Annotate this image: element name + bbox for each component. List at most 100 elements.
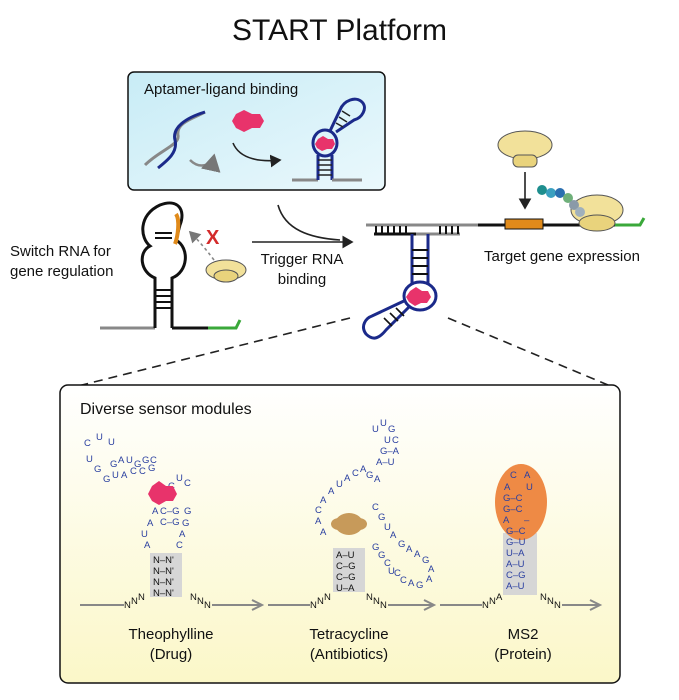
svg-text:A: A (144, 540, 151, 551)
svg-text:U: U (336, 479, 343, 490)
svg-text:U: U (384, 522, 391, 533)
svg-text:A: A (121, 470, 128, 481)
svg-text:N: N (482, 600, 489, 611)
module-theophylline: Theophylline (Drug) (96, 625, 246, 665)
svg-text:A: A (390, 530, 397, 541)
svg-text:G: G (94, 464, 101, 475)
svg-text:N: N (489, 596, 496, 607)
svg-text:A: A (504, 482, 511, 493)
binding-arrow (232, 142, 282, 168)
svg-text:A: A (426, 574, 433, 585)
svg-text:A–U: A–U (336, 550, 355, 561)
svg-text:U–A: U–A (336, 583, 355, 594)
module-theophylline-name: Theophylline (128, 626, 214, 643)
svg-text:U: U (96, 432, 103, 443)
activated-complex (362, 217, 646, 340)
block-mark: X (206, 227, 220, 249)
svg-text:C–G: C–G (506, 570, 526, 581)
svg-text:C: C (84, 438, 91, 449)
svg-text:C: C (394, 568, 401, 579)
svg-text:A–U: A–U (506, 581, 525, 592)
svg-text:C: C (315, 505, 322, 516)
svg-text:A: A (147, 518, 154, 529)
svg-text:N: N (554, 600, 561, 611)
svg-text:U: U (526, 482, 533, 493)
svg-text:G: G (372, 542, 379, 553)
svg-text:A: A (496, 592, 503, 603)
aptamer-to-trigger-curve (277, 204, 341, 241)
module-tetracycline-name: Tetracycline (309, 626, 389, 643)
translating-ribosome-icon (497, 130, 624, 232)
svg-text:N–N': N–N' (153, 588, 174, 599)
svg-text:C: C (352, 468, 359, 479)
svg-text:G: G (148, 463, 155, 474)
svg-text:U: U (372, 424, 379, 435)
svg-text:N–N': N–N' (153, 566, 174, 577)
svg-text:G: G (416, 580, 423, 591)
svg-text:G–C: G–C (503, 504, 523, 515)
svg-text:U: U (388, 566, 395, 577)
svg-text:G: G (134, 459, 141, 470)
svg-text:G–C: G–C (503, 493, 523, 504)
svg-text:N: N (138, 592, 145, 603)
module-ms2-sub: (Protein) (494, 646, 552, 663)
trigger-label-line2: binding (277, 271, 327, 288)
svg-text:C–G: C–G (160, 517, 180, 528)
svg-text:G: G (142, 455, 149, 466)
module-ms2-name: MS2 (507, 626, 539, 643)
svg-text:C: C (176, 540, 183, 551)
svg-text:N: N (317, 596, 324, 607)
svg-text:A: A (406, 544, 413, 555)
svg-text:N: N (540, 592, 547, 603)
trigger-label: Trigger RNA binding (256, 250, 348, 290)
svg-text:N: N (131, 596, 138, 607)
ribosome-icon (205, 259, 247, 283)
svg-text:C–G: C–G (336, 561, 356, 572)
svg-text:N: N (324, 592, 331, 603)
svg-text:A: A (315, 516, 322, 527)
svg-text:N–N': N–N' (153, 577, 174, 588)
sensor-box-label: Diverse sensor modules (80, 401, 252, 418)
svg-text:G: G (388, 424, 395, 435)
svg-text:G–C: G–C (506, 526, 526, 537)
svg-text:G: G (378, 512, 385, 523)
svg-text:U: U (126, 455, 133, 466)
svg-text:U–A: U–A (506, 548, 525, 559)
ligand-icon (232, 110, 264, 132)
svg-text:C: C (392, 435, 399, 446)
svg-text:N: N (380, 600, 387, 611)
svg-text:A: A (179, 529, 186, 540)
svg-text:A: A (360, 464, 367, 475)
svg-text:A: A (524, 470, 531, 481)
svg-text:G–U: G–U (506, 537, 526, 548)
svg-text:A: A (374, 474, 381, 485)
svg-text:G: G (182, 518, 189, 529)
svg-text:U: U (380, 418, 387, 429)
trigger-label-line1: Trigger RNA (260, 251, 344, 268)
svg-text:C–G: C–G (336, 572, 356, 583)
free-aptamer-strand (143, 110, 221, 173)
switch-rna-label: Switch RNA for gene regulation (10, 242, 113, 282)
switch-rna (100, 201, 242, 330)
svg-text:A: A (152, 506, 159, 517)
svg-text:C: C (184, 478, 191, 489)
svg-text:G–A: G–A (380, 446, 400, 457)
switch-rna-label-line1: Switch RNA for (10, 243, 111, 260)
svg-text:G: G (398, 539, 405, 550)
svg-text:G: G (184, 506, 191, 517)
svg-text:A–U: A–U (506, 559, 525, 570)
aptamer-box-label: Aptamer-ligand binding (144, 81, 299, 98)
svg-text:N: N (547, 596, 554, 607)
svg-text:N: N (366, 592, 373, 603)
svg-text:A: A (320, 495, 327, 506)
module-tetracycline-sub: (Antibiotics) (309, 646, 389, 663)
svg-text:C: C (130, 466, 137, 477)
switch-rna-label-line2: gene regulation (10, 263, 114, 280)
svg-text:N: N (373, 596, 380, 607)
module-theophylline-sub: (Drug) (149, 646, 193, 663)
svg-text:N: N (190, 592, 197, 603)
svg-text:N: N (197, 596, 204, 607)
